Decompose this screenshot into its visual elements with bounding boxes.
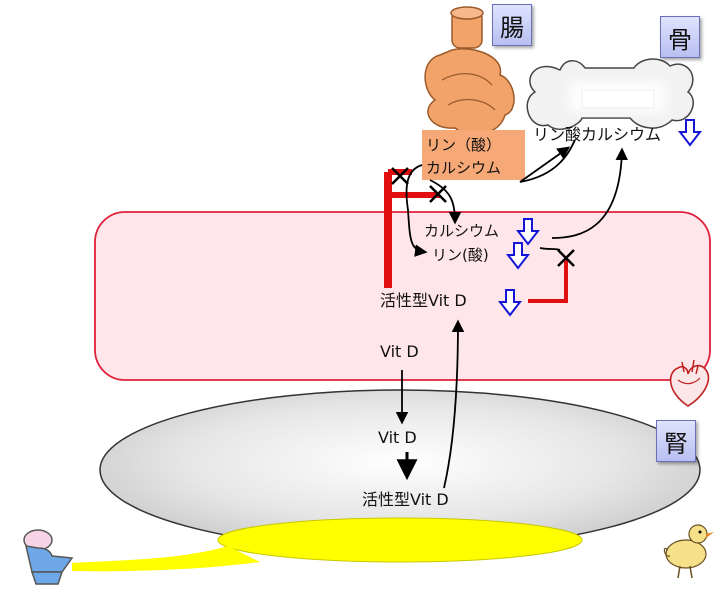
kidney-vitd-label: Vit D (378, 428, 417, 447)
block-x-marks (391, 167, 575, 267)
urine-pool (217, 517, 583, 563)
blood-vitd-label: Vit D (380, 342, 419, 361)
chick-icon (663, 524, 714, 579)
kidney-active-vitd-label: 活性型Vit D (362, 490, 449, 509)
down-arrow-icon (677, 119, 703, 147)
intestine-calcium-label: カルシウム (426, 159, 501, 177)
urine-stream (72, 546, 260, 572)
down-arrow-icon (497, 289, 523, 317)
toilet-icon (23, 529, 74, 585)
blood-calcium-label: カルシウム (424, 222, 499, 240)
bone-calcium-phosphate-label: リン酸カルシウム (533, 125, 661, 144)
down-arrow-icon (505, 242, 531, 270)
bone-icon (526, 58, 694, 130)
inhibition-lines (384, 169, 568, 303)
flow-arrows (395, 139, 629, 489)
down-arrow-icon (515, 218, 541, 246)
intestine-phosphorus-label: リン（酸） (426, 136, 501, 154)
intestine-icon (424, 6, 515, 136)
blood-phosphorus-label: リン(酸) (432, 246, 489, 264)
heart-icon (669, 359, 710, 407)
kidney-shape (72, 389, 701, 572)
intestine-title: 腸 (492, 4, 532, 46)
kidney-title: 腎 (656, 420, 696, 462)
bone-title: 骨 (660, 16, 700, 58)
blood-active-vitd-label: 活性型Vit D (380, 291, 467, 310)
intestine-mineral-box (422, 130, 525, 180)
